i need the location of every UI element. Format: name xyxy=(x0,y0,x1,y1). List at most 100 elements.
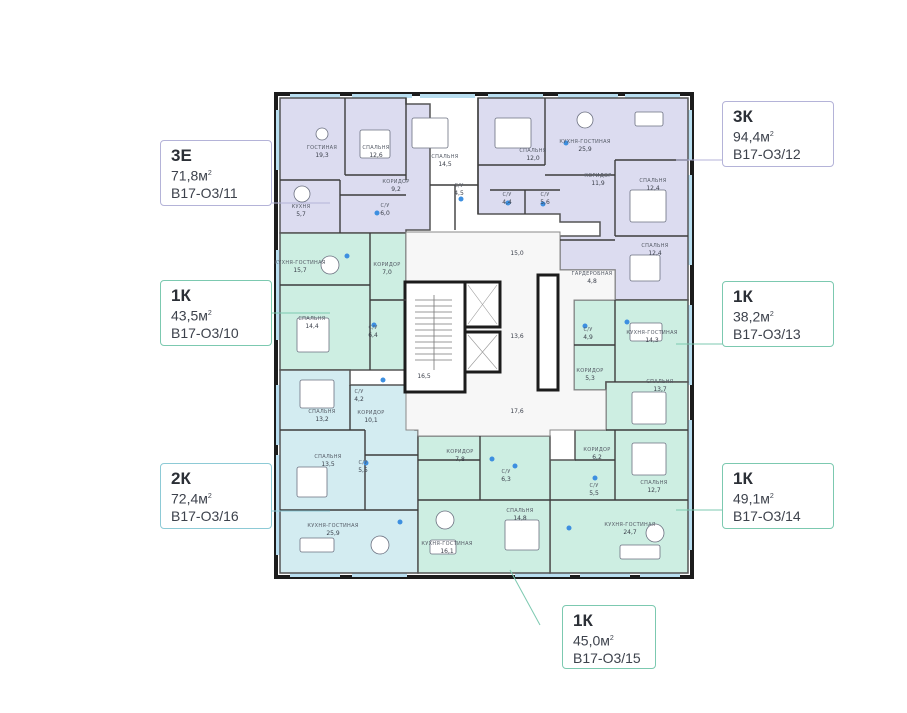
apartment-type: 3Е xyxy=(171,146,192,165)
water-drop-icons xyxy=(344,140,630,531)
room-name: КУХНЯ-ГОСТИНАЯ xyxy=(559,139,610,145)
room-name: КОРИДОР xyxy=(373,262,400,268)
common-corridor xyxy=(403,231,616,437)
apartment-card-1k-10[interactable]: 1К 43,5м2 В17-О3/10 xyxy=(160,280,272,346)
room-area: 12,4 xyxy=(646,185,660,192)
room-name: СПАЛЬНЯ xyxy=(362,145,389,151)
apartment-type: 1К xyxy=(573,611,593,630)
apartment-area: 94,4м2 xyxy=(733,128,774,145)
room-area: 6,3 xyxy=(501,476,511,483)
room-name: С/У xyxy=(454,183,463,189)
interior-walls xyxy=(280,98,688,511)
room-area: 17,6 xyxy=(510,408,524,415)
room-area: 7,8 xyxy=(455,456,465,463)
apartment-area: 72,4м2 xyxy=(171,490,212,507)
room-name: СПАЛЬНЯ xyxy=(314,454,341,460)
apartment-number: В17-О3/11 xyxy=(171,184,238,201)
room-area: 5,7 xyxy=(296,211,306,218)
room-name: СПАЛЬНЯ xyxy=(298,316,325,322)
room-area: 13,6 xyxy=(510,333,524,340)
room-name: СПАЛЬНЯ xyxy=(639,178,666,184)
room-area: 4,4 xyxy=(502,199,512,206)
room-area: 12,7 xyxy=(647,487,661,494)
apartment-type: 1К xyxy=(171,286,191,305)
room-area: 4,9 xyxy=(583,334,593,341)
room-name: КУХНЯ-ГОСТИНАЯ xyxy=(274,260,325,266)
room-area: 9,2 xyxy=(391,186,401,193)
room-name: СПАЛЬНЯ xyxy=(640,480,667,486)
apartment-number: В17-О3/14 xyxy=(733,507,801,524)
room-name: С/У xyxy=(583,327,592,333)
room-area: 15,0 xyxy=(510,250,524,257)
room-area: 4,8 xyxy=(587,278,597,285)
apartment-area: 43,5м2 xyxy=(171,307,212,324)
apartment-card-3e[interactable]: 3Е 71,8м2 В17-О3/11 xyxy=(160,140,272,206)
room-area: 16,5 xyxy=(417,373,431,380)
leader-lines-mint xyxy=(272,312,726,626)
room-name: КОРИДОР xyxy=(584,173,611,179)
room-name: ГАРДЕРОБНАЯ xyxy=(572,271,613,277)
stair-core xyxy=(403,280,467,394)
apartment-card-2k[interactable]: 2К 72,4м2 В17-О3/16 xyxy=(160,463,272,529)
room-area: 6,2 xyxy=(592,454,602,461)
apartment-number: В17-О3/15 xyxy=(573,649,641,666)
room-name: КУХНЯ-ГОСТИНАЯ xyxy=(421,541,472,547)
room-area: 14,3 xyxy=(645,337,659,344)
room-area: 10,1 xyxy=(364,417,378,424)
furniture xyxy=(293,111,667,560)
room-area: 5,6 xyxy=(540,199,550,206)
apartment-number: В17-О3/13 xyxy=(733,325,801,342)
room-name: С/У xyxy=(354,389,363,395)
apartment-area: 49,1м2 xyxy=(733,490,774,507)
room-area: 4,2 xyxy=(354,396,364,403)
room-name: СПАЛЬНЯ xyxy=(519,148,546,154)
window-strips xyxy=(276,94,692,577)
room-area: 5,5 xyxy=(589,490,599,497)
room-area: 25,9 xyxy=(578,146,592,153)
room-area: 6,4 xyxy=(368,332,378,339)
room-name: СПАЛЬНЯ xyxy=(641,243,668,249)
room-area: 16,1 xyxy=(440,548,454,555)
apartment-number: В17-О3/12 xyxy=(733,145,801,162)
apartment-type: 3К xyxy=(733,107,753,126)
room-name: С/У xyxy=(540,192,549,198)
room-name: КОРИДОР xyxy=(446,449,473,455)
room-name: КОРИДОР xyxy=(382,179,409,185)
room-name: С/У xyxy=(368,325,377,331)
room-name: С/У xyxy=(502,192,511,198)
room-area: 13,2 xyxy=(315,416,329,423)
room-area: 14,8 xyxy=(513,515,527,522)
room-area: 25,9 xyxy=(326,530,340,537)
apartment-area: 45,0м2 xyxy=(573,632,614,649)
room-area: 12,0 xyxy=(526,155,540,162)
room-area: 24,7 xyxy=(623,529,637,536)
room-area: 13,7 xyxy=(653,386,667,393)
room-name: С/У xyxy=(501,469,510,475)
room-area: 12,4 xyxy=(648,250,662,257)
apartment-area: 38,2м2 xyxy=(733,308,774,325)
room-name: СПАЛЬНЯ xyxy=(646,379,673,385)
apartment-card-3k[interactable]: 3К 94,4м2 В17-О3/12 xyxy=(722,101,834,167)
staircase xyxy=(415,295,452,370)
room-name: КУХНЯ-ГОСТИНАЯ xyxy=(626,330,677,336)
apartment-card-1k-14[interactable]: 1К 49,1м2 В17-О3/14 xyxy=(722,463,834,529)
room-area: 5,5 xyxy=(358,467,368,474)
apartment-type: 1К xyxy=(733,287,753,306)
apartment-type: 2К xyxy=(171,469,191,488)
room-name: КОРИДОР xyxy=(583,447,610,453)
room-area: 6,0 xyxy=(380,210,390,217)
apartment-card-1k-13[interactable]: 1К 38,2м2 В17-О3/13 xyxy=(722,281,834,347)
room-name: СПАЛЬНЯ xyxy=(506,508,533,514)
apartment-area: 71,8м2 xyxy=(171,167,212,184)
room-name: СПАЛЬНЯ xyxy=(308,409,335,415)
room-name: ГОСТИНАЯ xyxy=(307,145,337,151)
room-name: КУХНЯ-ГОСТИНАЯ xyxy=(604,522,655,528)
room-area: 19,3 xyxy=(315,152,329,159)
room-name: КУХНЯ xyxy=(292,204,311,210)
room-area: 7,0 xyxy=(382,269,392,276)
room-area: 14,5 xyxy=(438,161,452,168)
room-name: С/У xyxy=(380,203,389,209)
apartment-card-1k-15[interactable]: 1К 45,0м2 В17-О3/15 xyxy=(562,605,656,669)
